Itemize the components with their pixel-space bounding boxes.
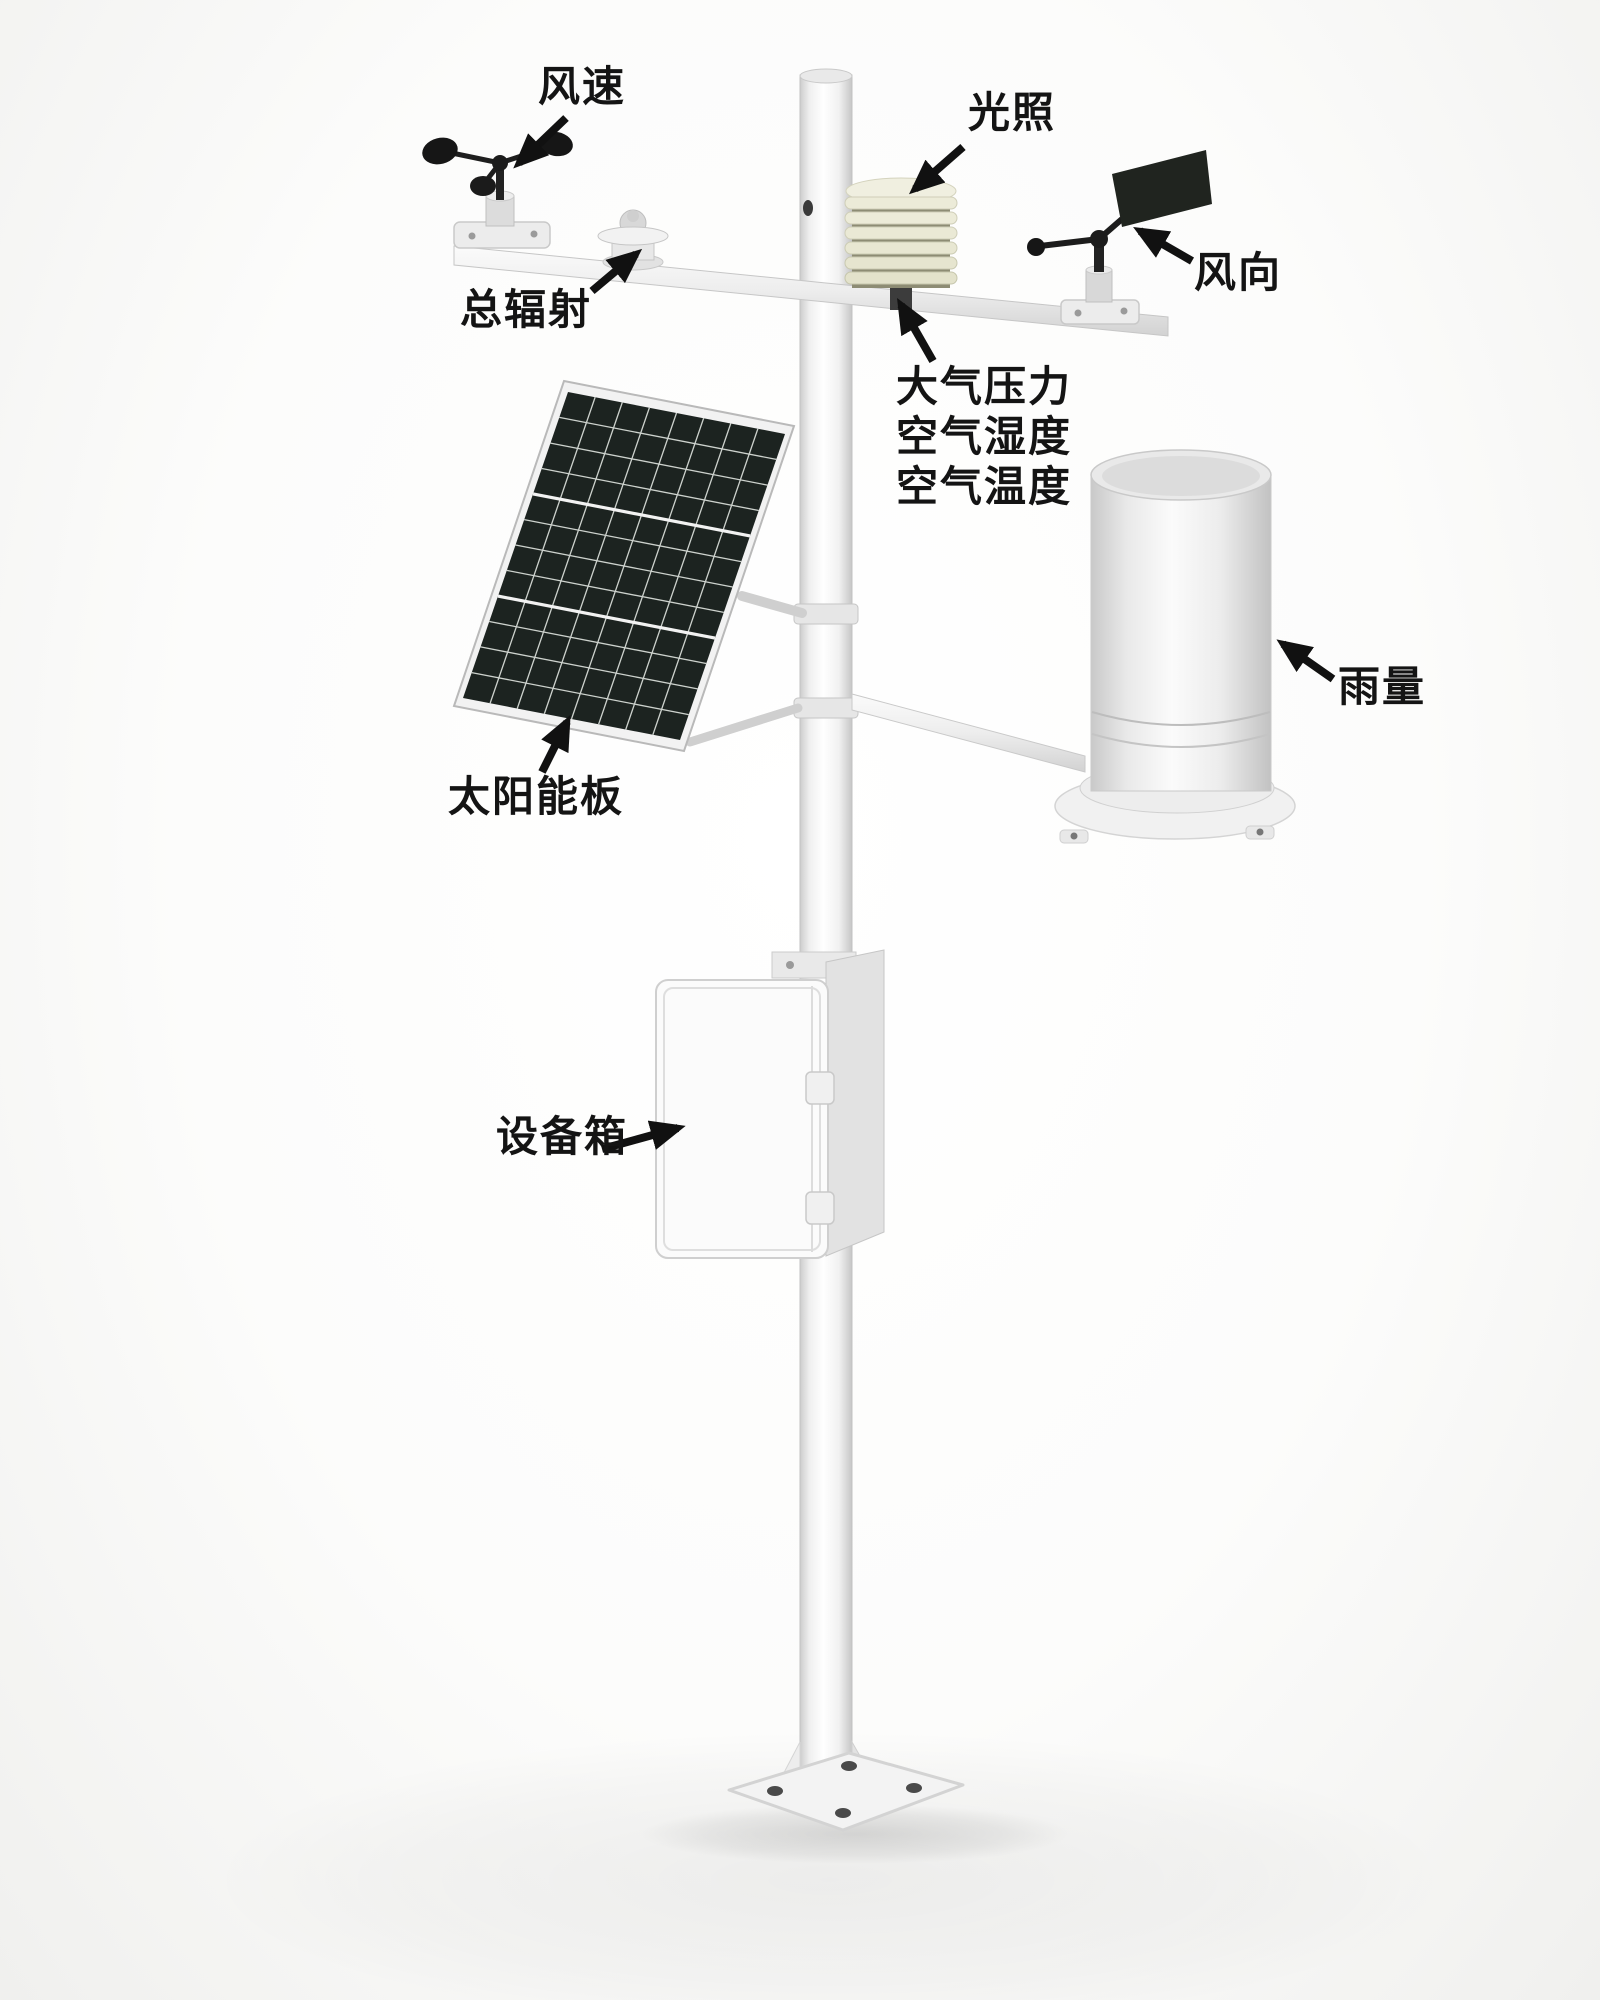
rain-gauge	[1054, 449, 1296, 844]
label-rainfall: 雨量	[1338, 663, 1427, 710]
mounting-pole	[799, 68, 853, 1791]
base-plate	[727, 1740, 965, 1832]
arrow-equipment-box	[600, 1120, 686, 1153]
anemometer	[422, 131, 573, 249]
pole-cable-hole	[803, 200, 813, 216]
arrow-total-radiation	[589, 248, 643, 295]
arrow-wind-direction	[1133, 227, 1194, 265]
solar-panel-struts	[685, 591, 807, 747]
arrow-illumination	[908, 143, 966, 195]
equipment-box	[655, 949, 885, 1259]
label-atmos-sensors: 大气压力 空气湿度 空气温度	[896, 362, 1072, 512]
wind-vane	[1027, 150, 1212, 325]
label-air-temperature: 空气温度	[896, 463, 1073, 510]
annotation-arrows	[513, 115, 1336, 1153]
label-wind-direction: 风向	[1194, 249, 1283, 296]
label-total-radiation: 总辐射	[460, 286, 593, 333]
label-equipment-box: 设备箱	[496, 1113, 629, 1160]
arrow-wind-speed	[513, 115, 569, 169]
label-air-humidity: 空气湿度	[896, 413, 1073, 460]
floor-shadow	[210, 1730, 1450, 2000]
label-illumination: 光照	[968, 89, 1057, 136]
arrow-solar-panel	[538, 714, 571, 774]
arrow-rainfall	[1276, 639, 1336, 683]
rain-gauge-arm	[851, 693, 1086, 773]
arrow-atmos-sensors	[897, 298, 937, 363]
label-solar-panel: 太阳能板	[448, 773, 625, 820]
solar-panel	[454, 381, 794, 751]
label-wind-speed: 风速	[538, 63, 627, 110]
label-atmos-pressure: 大气压力	[896, 363, 1073, 410]
